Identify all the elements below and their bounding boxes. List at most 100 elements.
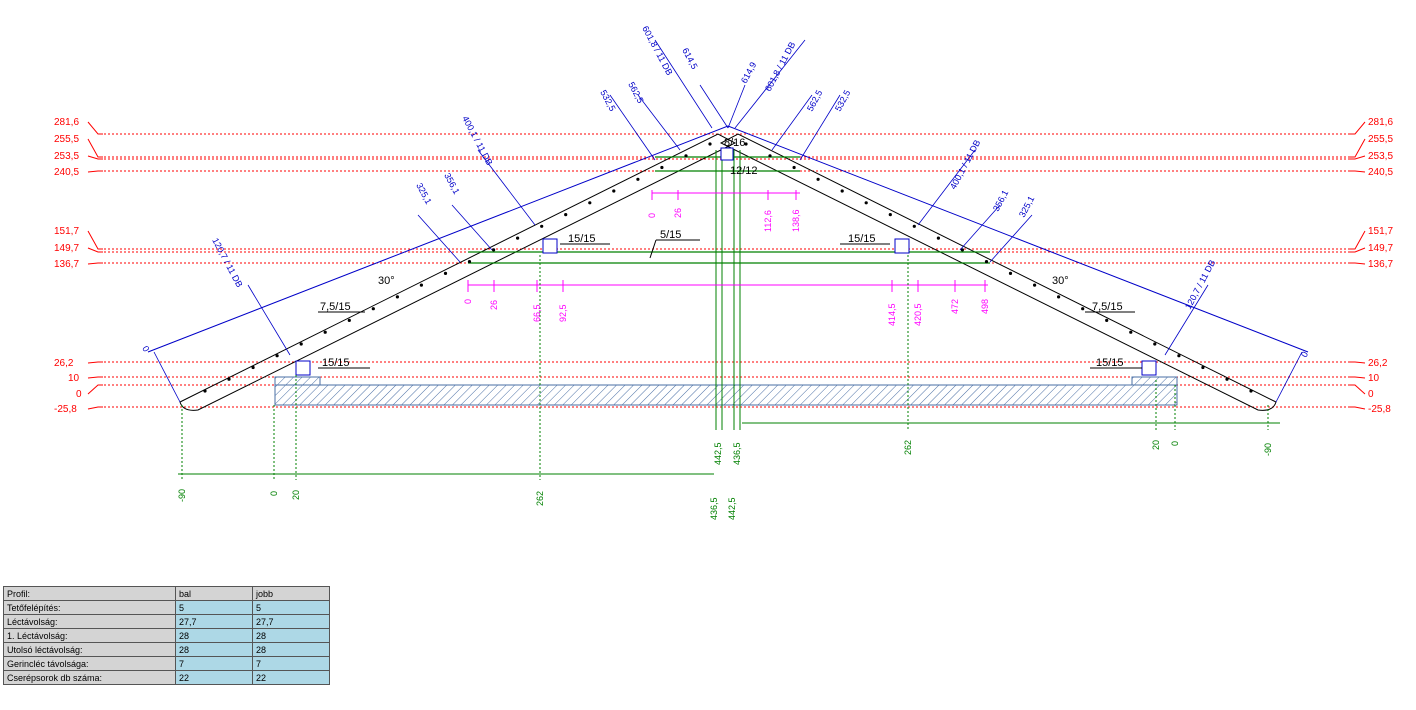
level-label: 281,6 <box>54 117 79 128</box>
level-label: 151,7 <box>1368 226 1393 237</box>
rafter-right-label: 7,5/15 <box>1092 301 1123 313</box>
wall-plate-right <box>1131 376 1178 386</box>
magenta-dim-label: 498 <box>980 299 990 314</box>
batten-dot <box>564 213 568 217</box>
batten-dot <box>443 271 448 275</box>
level-label: 10 <box>1368 373 1380 384</box>
green-dim-label: 442,5 <box>713 442 723 465</box>
structural-labels: 8/16 12/12 5/15 15/15 15/15 15/15 15/15 … <box>320 137 1124 369</box>
table-row: Léctávolság: 27,7 27,7 <box>3 614 330 629</box>
batten-dot <box>1249 389 1253 393</box>
green-dim-label: 20 <box>1151 440 1161 450</box>
batten-dot <box>347 318 351 322</box>
batten-dot <box>888 213 892 217</box>
ceiling-slab <box>274 384 1178 406</box>
magenta-dim-label: 414,5 <box>887 303 897 326</box>
table-cell: 5 <box>252 600 330 615</box>
batten-dot <box>419 283 423 287</box>
slope-dim-label: 532,5 <box>833 88 852 113</box>
batten-dot <box>1177 354 1181 358</box>
level-label: 136,7 <box>1368 259 1393 270</box>
level-label: 255,5 <box>1368 134 1393 145</box>
table-cell: Léctávolság: <box>3 614 176 629</box>
purlins <box>295 147 1157 376</box>
slope-dim-label: 356,1 <box>991 188 1010 213</box>
table-cell: Profil: <box>3 586 176 601</box>
table-cell: 22 <box>175 670 253 685</box>
slope-dim-label: 356,1 <box>442 171 461 196</box>
magenta-dim-label: 26 <box>489 300 499 310</box>
level-label: -25,8 <box>1368 404 1391 415</box>
battens <box>203 142 1253 393</box>
plate-left-label: 15/15 <box>322 357 350 369</box>
level-label: 26,2 <box>54 358 74 369</box>
level-label: 281,6 <box>1368 117 1393 128</box>
tile-outline <box>147 125 1309 353</box>
batten-dot <box>299 342 303 346</box>
slope-dim-label: 325,1 <box>414 181 433 206</box>
slope-dim-label: 601,8 / 11 DB <box>640 24 674 77</box>
level-label: 10 <box>68 373 80 384</box>
table-header-row: Profil: bal jobb <box>3 586 330 601</box>
level-ticks <box>87 121 1366 410</box>
level-label: 149,7 <box>54 243 79 254</box>
table-cell: 27,7 <box>252 614 330 629</box>
slope-dim-label: 614,5 <box>680 46 699 71</box>
batten-dot <box>1201 365 1205 370</box>
magenta-dim-labels: 0 26 112,6 138,6 0 26 66,5 92,5 414,5 42… <box>463 208 990 326</box>
batten-dot <box>588 201 592 205</box>
batten-dot <box>540 224 544 228</box>
wall-plate-left <box>274 376 321 386</box>
magenta-dim-label: 420,5 <box>913 303 923 326</box>
slope-dim-label: 562,5 <box>626 80 645 105</box>
table-cell: 7 <box>175 656 253 671</box>
rafters <box>179 133 1277 411</box>
green-dim-label: 262 <box>903 440 913 455</box>
batten-dot <box>864 201 868 205</box>
magenta-dim-label: 138,6 <box>791 209 801 232</box>
magenta-dim-label: 0 <box>647 213 657 218</box>
level-label: 0 <box>1368 389 1374 400</box>
slope-dim-label: 120,7 / 11 DB <box>210 236 244 289</box>
batten-dot <box>660 165 664 170</box>
ridge-purlin <box>720 147 734 161</box>
slope-dim-labels-left: 0 120,7 / 11 DB 325,1 356,1 400,1 / 11 D… <box>140 24 699 353</box>
green-dim-labels: -90 0 20 262 436,5 442,5 442,5 436,5 262… <box>177 440 1273 520</box>
batten-dot <box>1057 295 1061 299</box>
batten-dot <box>936 236 941 240</box>
green-dim-baselines <box>178 422 1280 475</box>
batten-dot <box>684 154 688 158</box>
level-label: 0 <box>76 389 82 400</box>
table-cell: 7 <box>252 656 330 671</box>
level-labels-right: 281,6 255,5 253,5 240,5 151,7 149,7 136,… <box>1368 117 1393 415</box>
magenta-dim-label: 112,6 <box>763 210 773 232</box>
slope-dim-label: 0 <box>1299 350 1310 359</box>
magenta-dim-label: 92,5 <box>558 304 568 322</box>
slope-dim-label: 400,1 / 11 DB <box>948 138 982 191</box>
batten-dot <box>768 154 772 158</box>
level-label: -25,8 <box>54 404 77 415</box>
batten-dot <box>371 307 375 311</box>
plate-right-label: 15/15 <box>1096 357 1124 369</box>
batten-dot <box>516 236 520 240</box>
angle-right-label: 30° <box>1052 275 1069 287</box>
table-cell: jobb <box>252 586 330 601</box>
batten-dot <box>744 142 748 146</box>
magenta-dims <box>467 190 988 292</box>
batten-dot <box>395 295 399 299</box>
batten-dot <box>840 189 844 193</box>
level-label: 136,7 <box>54 259 79 270</box>
profile-table: Profil: bal jobb Tetőfelépítés: 5 5 Léct… <box>3 586 330 685</box>
magenta-dim-label: 66,5 <box>532 304 542 322</box>
magenta-dim-label: 0 <box>463 299 473 304</box>
purlin-left <box>542 238 558 254</box>
angle-left-label: 30° <box>378 275 395 287</box>
batten-dot <box>960 248 965 252</box>
table-row: 1. Léctávolság: 28 28 <box>3 628 330 643</box>
green-dim-label: 0 <box>1170 441 1180 446</box>
slope-dim-label: 614,9 <box>739 60 758 85</box>
table-cell: 1. Léctávolság: <box>3 628 176 643</box>
purlin-left-label: 15/15 <box>568 233 596 245</box>
plate-left <box>295 360 311 376</box>
green-dim-label: 436,5 <box>732 442 742 465</box>
